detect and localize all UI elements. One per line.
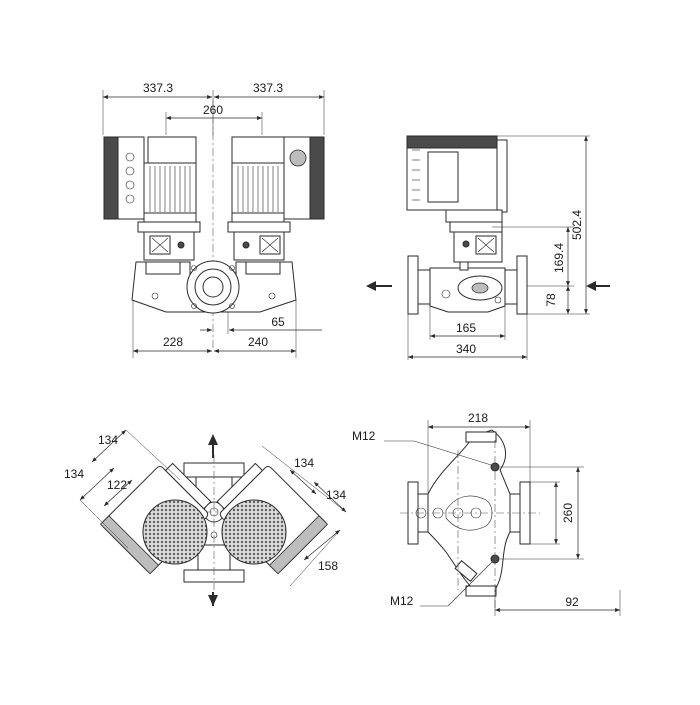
dim-left-to-center: 228 bbox=[163, 335, 183, 349]
dim-total-length: 340 bbox=[456, 342, 476, 356]
front-pump-housing bbox=[131, 260, 297, 314]
dim-motor-depth: 158 bbox=[318, 559, 338, 573]
dim-base-width: 218 bbox=[468, 411, 488, 425]
side-motor bbox=[406, 135, 508, 263]
dim-left-motor-c: 122 bbox=[107, 478, 127, 492]
dim-motor-spacing: 260 bbox=[203, 103, 223, 117]
dim-offset: 65 bbox=[271, 315, 285, 329]
front-view: 337.3 337.3 260 bbox=[102, 81, 325, 358]
dim-edge-offset: 92 bbox=[565, 595, 579, 609]
outflow-arrowhead bbox=[366, 281, 376, 291]
thread-callout-bottom: M12 bbox=[390, 594, 414, 608]
dim-right-width: 337.3 bbox=[253, 81, 283, 95]
base-view: 218 260 92 M12 M12 bbox=[352, 411, 621, 616]
dim-left-width: 337.3 bbox=[143, 81, 173, 95]
dim-right-to-center: 240 bbox=[248, 335, 268, 349]
dim-left-motor-b: 134 bbox=[64, 467, 84, 481]
top-view: 134 134 122 134 134 158 bbox=[64, 429, 346, 606]
inflow-arrowhead bbox=[586, 281, 596, 291]
dim-right-motor-b: 134 bbox=[326, 488, 346, 502]
dim-hole-spacing: 260 bbox=[561, 503, 575, 523]
front-right-motor bbox=[227, 136, 325, 261]
dim-flange-spacing: 165 bbox=[456, 321, 476, 335]
dim-left-motor-a: 134 bbox=[98, 433, 118, 447]
dim-right-motor-a: 134 bbox=[294, 456, 314, 470]
dim-total-height: 502.4 bbox=[570, 210, 584, 240]
side-pump-body bbox=[407, 255, 528, 315]
dim-pump-height: 169.4 bbox=[552, 243, 566, 273]
side-view: 502.4 169.4 78 165 340 bbox=[366, 135, 610, 360]
left-fan-grille bbox=[142, 499, 208, 565]
dim-port-height: 78 bbox=[544, 293, 558, 307]
thread-callout-top: M12 bbox=[352, 429, 376, 443]
front-left-motor bbox=[103, 136, 201, 261]
right-fan-grille bbox=[221, 499, 287, 565]
